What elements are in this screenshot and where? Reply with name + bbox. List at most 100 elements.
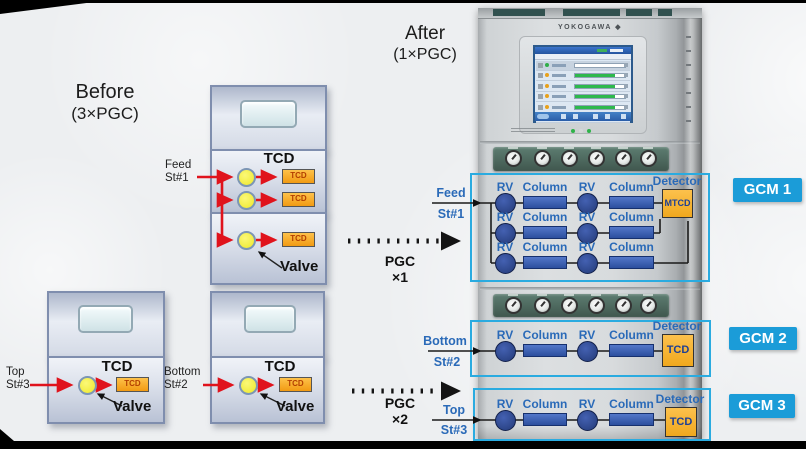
gauge-tag <box>508 294 518 296</box>
rv-label: RV <box>496 328 514 342</box>
screen-toolbar <box>535 112 631 121</box>
pressure-gauge-icon <box>615 297 632 314</box>
pressure-gauge-panel-lower <box>493 294 669 317</box>
stream-label-bottom: Bottom St#2 <box>164 366 200 392</box>
stream-name: Feed <box>165 159 192 171</box>
side-connector-mark <box>686 120 691 122</box>
cap-vent <box>658 9 672 16</box>
gcm1-badge: GCM 1 <box>733 178 802 202</box>
toolbar-icon <box>573 114 578 119</box>
gauge-tag <box>537 147 547 149</box>
column-icon <box>609 226 654 239</box>
titlebar-segment <box>597 49 607 52</box>
side-connector-mark <box>686 78 691 80</box>
screen-analysis-row <box>536 92 630 102</box>
row-state-icon <box>538 94 543 99</box>
row-state-icon <box>538 83 543 89</box>
rv-label: RV <box>578 240 596 254</box>
rv-label: RV <box>496 210 514 224</box>
row-standby-led <box>545 73 549 77</box>
nameplate-text <box>511 128 555 133</box>
rotary-valve-icon <box>494 409 516 431</box>
column-icon <box>523 413 567 426</box>
stream-number: St#1 <box>165 172 189 184</box>
unit-display <box>240 100 297 128</box>
pgc-unit-bottom-header <box>210 291 325 358</box>
column-label: Column <box>609 180 654 194</box>
stream-number: St#2 <box>164 379 188 391</box>
tcd-detector-box: TCD <box>282 192 315 207</box>
column-label: Column <box>609 240 654 254</box>
pgc-unit-feed-lower-oven <box>210 212 327 285</box>
status-led-off <box>579 129 583 133</box>
pgc-count: ×1 <box>392 269 408 285</box>
row-state-icon <box>538 73 543 78</box>
valve-icon <box>237 168 256 187</box>
pressure-gauge-icon <box>561 150 578 167</box>
cap-vent <box>626 9 652 16</box>
gauge-tag <box>564 294 574 296</box>
stream-number: St#3 <box>6 379 30 391</box>
gcm1-stream-name: Feed <box>436 186 466 200</box>
instrument-side-edge <box>676 18 702 441</box>
frame-top-left-wedge <box>0 0 110 14</box>
gauge-tag <box>591 147 601 149</box>
row-text-smudge <box>552 74 566 77</box>
column-label: Column <box>522 328 568 342</box>
gc8000-instrument: YOKOGAWA ◆ <box>478 8 702 441</box>
gcm1-detector-label: Detector <box>652 174 702 188</box>
cap-vent <box>563 9 620 16</box>
gcm3-badge: GCM 3 <box>729 394 795 418</box>
row-state-icon <box>538 104 543 110</box>
gauge-tag <box>618 147 628 149</box>
column-label: Column <box>609 210 654 224</box>
tcd-detector-box: TCD <box>665 407 697 437</box>
stream-label-feed: Feed St#1 <box>165 159 191 185</box>
gcm2-outline <box>470 320 711 377</box>
column-icon <box>523 196 567 209</box>
stream-label-top: Top St#3 <box>6 366 30 392</box>
row-standby-led <box>545 94 549 98</box>
row-text-smudge <box>552 84 566 88</box>
column-icon <box>609 413 654 426</box>
gcm1-stream-number: St#1 <box>437 207 465 221</box>
column-icon <box>523 256 567 269</box>
gauge-tag <box>508 147 518 149</box>
valve-icon <box>237 191 256 210</box>
row-progress-bar <box>575 84 615 88</box>
column-icon <box>609 196 654 209</box>
rotary-valve-icon <box>576 192 598 214</box>
gcm2-detector-label: Detector <box>652 319 702 333</box>
cap-vent <box>493 9 545 16</box>
row-text-smudge <box>552 95 566 98</box>
column-icon <box>609 256 654 269</box>
mtcd-detector-box: MTCD <box>662 189 693 218</box>
side-connector-mark <box>686 64 691 66</box>
pgc-count: ×2 <box>392 411 408 427</box>
column-icon <box>523 226 567 239</box>
rv-label: RV <box>578 210 596 224</box>
frame-bottom-bar <box>0 441 806 449</box>
row-progress-bar <box>575 95 615 98</box>
pressure-gauge-icon <box>505 297 522 314</box>
rotary-valve-icon <box>494 252 516 274</box>
row-progress-bar <box>575 74 615 77</box>
row-text-smudge <box>552 105 566 109</box>
pressure-gauge-icon <box>588 297 605 314</box>
gauge-tag <box>618 294 628 296</box>
pgc-unit-top-header <box>47 291 165 358</box>
before-subtitle: (3×PGC) <box>71 104 139 123</box>
valve-icon <box>239 376 258 395</box>
column-label: Column <box>609 397 654 411</box>
rotary-valve-icon <box>576 222 598 244</box>
instrument-bottom-shade <box>478 426 702 441</box>
toolbar-icon <box>605 114 610 119</box>
pressure-gauge-panel-upper <box>493 147 669 171</box>
gauge-tag <box>643 294 653 296</box>
pressure-gauge-icon <box>534 297 551 314</box>
row-standby-led <box>545 104 549 109</box>
pgc-x2-label: PGC ×2 <box>378 395 422 427</box>
door-seam <box>480 141 700 144</box>
screen-analysis-row <box>536 81 630 92</box>
